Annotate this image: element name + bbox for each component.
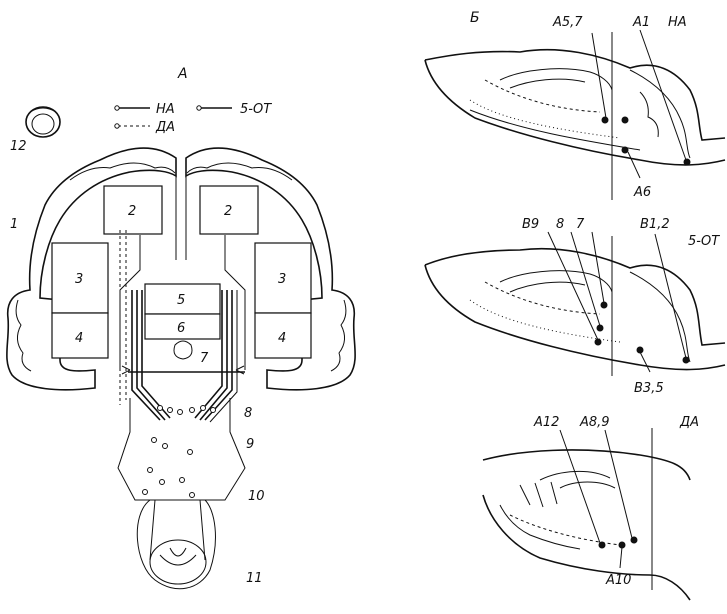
legend: НА ДА 5-ОТ <box>114 102 272 135</box>
label-a1: А1 <box>632 15 650 30</box>
box-2-left: 2 <box>128 204 136 219</box>
panel-b-bottom: А12 А8,9 ДА А10 <box>482 415 699 601</box>
label-da: ДА <box>679 415 699 430</box>
label-b9: В9 <box>522 217 539 232</box>
box-7: 7 <box>200 351 209 366</box>
box-4-right: 4 <box>278 331 286 346</box>
label-8: 8 <box>244 406 252 421</box>
box-2-right: 2 <box>224 204 232 219</box>
brain-outline: 1 <box>6 147 356 391</box>
brainstem: 8 9 10 11 <box>117 398 265 590</box>
label-11: 11 <box>246 571 263 586</box>
label-10: 10 <box>248 489 265 504</box>
panel-a: A НА ДА 5-ОТ 12 1 <box>6 66 356 590</box>
label-12: 12 <box>10 139 27 154</box>
legend-na: НА <box>156 102 175 117</box>
label-9: 9 <box>246 437 254 452</box>
panel-a-label: A <box>177 66 188 82</box>
legend-da: ДА <box>155 120 175 135</box>
box-5: 5 <box>177 293 185 308</box>
box-3-right: 3 <box>278 272 286 287</box>
label-na: НА <box>668 15 687 30</box>
label-7-mid: 7 <box>576 217 585 232</box>
label-serotonin-mid: 5-ОТ <box>688 234 720 249</box>
label-8-mid: 8 <box>556 217 564 232</box>
box-3-left: 3 <box>75 272 83 287</box>
label-a12: А12 <box>533 415 559 430</box>
label-a10: А10 <box>605 573 631 588</box>
nucleus-boxes: 2 2 3 3 4 4 5 6 7 <box>51 185 312 366</box>
label-1: 1 <box>10 217 18 232</box>
panel-b-label: Б <box>470 10 480 26</box>
label-b12: В1,2 <box>640 217 670 232</box>
label-b35: В3,5 <box>634 381 664 396</box>
label-a89: А8,9 <box>579 415 610 430</box>
label-a57: А5,7 <box>552 15 583 30</box>
box-6: 6 <box>177 321 185 336</box>
inset-12: 12 <box>10 106 61 154</box>
panel-b-mid: В9 8 7 В1,2 5-ОТ В3,5 <box>424 217 726 396</box>
box-4-left: 4 <box>75 331 83 346</box>
label-a6: А6 <box>633 185 651 200</box>
panel-b-top: Б А5,7 А1 НА А6 <box>424 10 726 200</box>
legend-serotonin: 5-ОТ <box>240 102 272 117</box>
